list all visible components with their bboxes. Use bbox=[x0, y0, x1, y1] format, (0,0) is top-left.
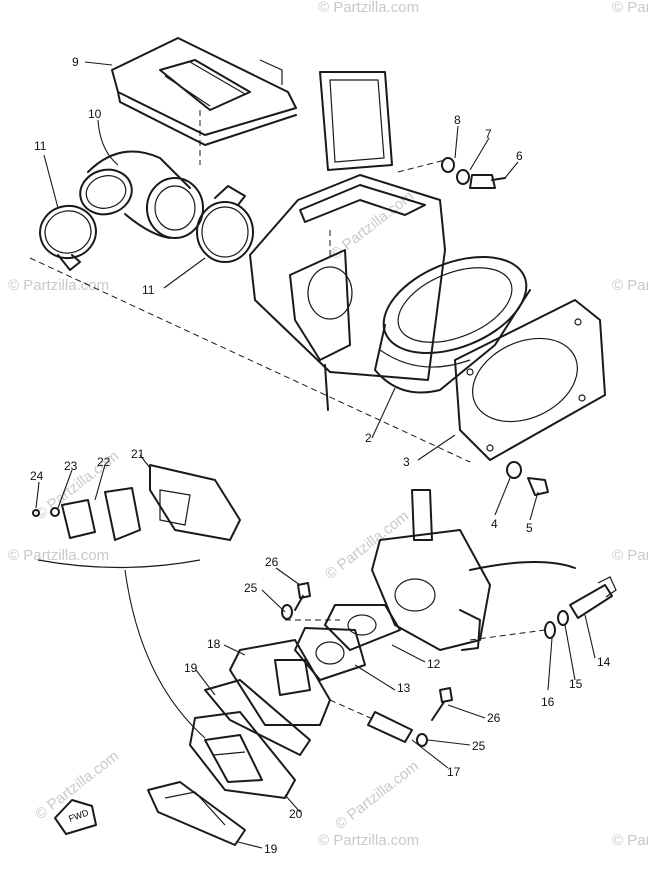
reed-block-gasket-part bbox=[204, 679, 311, 756]
assembly-guide-lines bbox=[29, 110, 546, 721]
callout-label: 8 bbox=[454, 113, 461, 127]
bolts-25-26-part bbox=[281, 582, 453, 747]
callout-label: 2 bbox=[365, 431, 372, 445]
guide-line bbox=[397, 159, 446, 173]
hose-clamp-right-part bbox=[196, 185, 254, 263]
callout-label: 13 bbox=[397, 681, 411, 695]
reed-valve-set-part bbox=[32, 464, 241, 739]
watermark: © Partzilla.com bbox=[318, 0, 419, 16]
watermark: © Partzilla.com bbox=[318, 832, 419, 849]
callout-label: 9 bbox=[72, 55, 79, 69]
callout-numbers: 9 10 11 11 8 7 6 2 3 4 5 24 23 22 21 26 … bbox=[30, 55, 611, 856]
air-filter-element-part bbox=[374, 255, 531, 394]
intake-cover-part bbox=[111, 37, 297, 146]
callout-label: 26 bbox=[487, 711, 501, 725]
watermark: © Partzilla.com bbox=[612, 0, 648, 16]
callout-label: 23 bbox=[64, 459, 78, 473]
callout-label: 3 bbox=[403, 455, 410, 469]
hardware-6-7-8 bbox=[441, 157, 506, 189]
watermark: © Partzilla.com bbox=[8, 277, 109, 294]
watermark: © Partzilla.com bbox=[612, 547, 648, 564]
callout-label: 14 bbox=[597, 655, 611, 669]
watermark: © Partzilla.com bbox=[322, 508, 412, 584]
callout-label: 4 bbox=[491, 517, 498, 531]
cylinder-gasket-part bbox=[147, 781, 246, 846]
carburetor-part bbox=[371, 489, 576, 651]
callout-label: 17 bbox=[447, 765, 461, 779]
callout-label: 11 bbox=[34, 139, 47, 153]
callout-label: 26 bbox=[265, 555, 279, 569]
callout-label: 21 bbox=[131, 447, 145, 461]
hardware-4-5 bbox=[506, 461, 549, 496]
callout-label: 10 bbox=[88, 107, 102, 121]
callout-label: 16 bbox=[541, 695, 555, 709]
idle-screw-part bbox=[544, 576, 617, 639]
intake-elbow-part bbox=[79, 150, 204, 239]
callout-label: 19 bbox=[264, 842, 278, 856]
guide-line bbox=[29, 257, 471, 463]
watermark: © Partzilla.com bbox=[612, 832, 648, 849]
watermark: © Partzilla.com bbox=[332, 758, 422, 834]
watermark: © Partzilla.com bbox=[8, 547, 109, 564]
reed-valve-block-part bbox=[189, 711, 296, 799]
callout-label: 7 bbox=[485, 127, 492, 141]
fwd-label: FWD bbox=[67, 807, 90, 824]
hose-clamp-left-part bbox=[39, 204, 97, 271]
air-box-gasket-part bbox=[454, 299, 606, 461]
callout-label: 20 bbox=[289, 807, 303, 821]
callout-label: 18 bbox=[207, 637, 221, 651]
guide-line bbox=[469, 629, 546, 641]
callout-label: 15 bbox=[569, 677, 583, 691]
callout-label: 22 bbox=[97, 455, 111, 469]
callout-label: 24 bbox=[30, 469, 44, 483]
insulator-13-part bbox=[294, 627, 366, 681]
carb-gasket-12-part bbox=[324, 604, 401, 651]
watermark: © Partzilla.com bbox=[612, 277, 648, 294]
callout-label: 5 bbox=[526, 521, 533, 535]
intake-manifold-part bbox=[229, 639, 331, 726]
callout-label: 25 bbox=[472, 739, 486, 753]
callout-label: 11 bbox=[142, 283, 155, 297]
callout-label: 19 bbox=[184, 661, 198, 675]
callout-label: 6 bbox=[516, 149, 523, 163]
callout-leaders bbox=[35, 61, 596, 849]
callout-label: 12 bbox=[427, 657, 441, 671]
air-box-housing-part bbox=[249, 71, 446, 411]
guide-line bbox=[329, 699, 376, 721]
callout-label: 25 bbox=[244, 581, 258, 595]
